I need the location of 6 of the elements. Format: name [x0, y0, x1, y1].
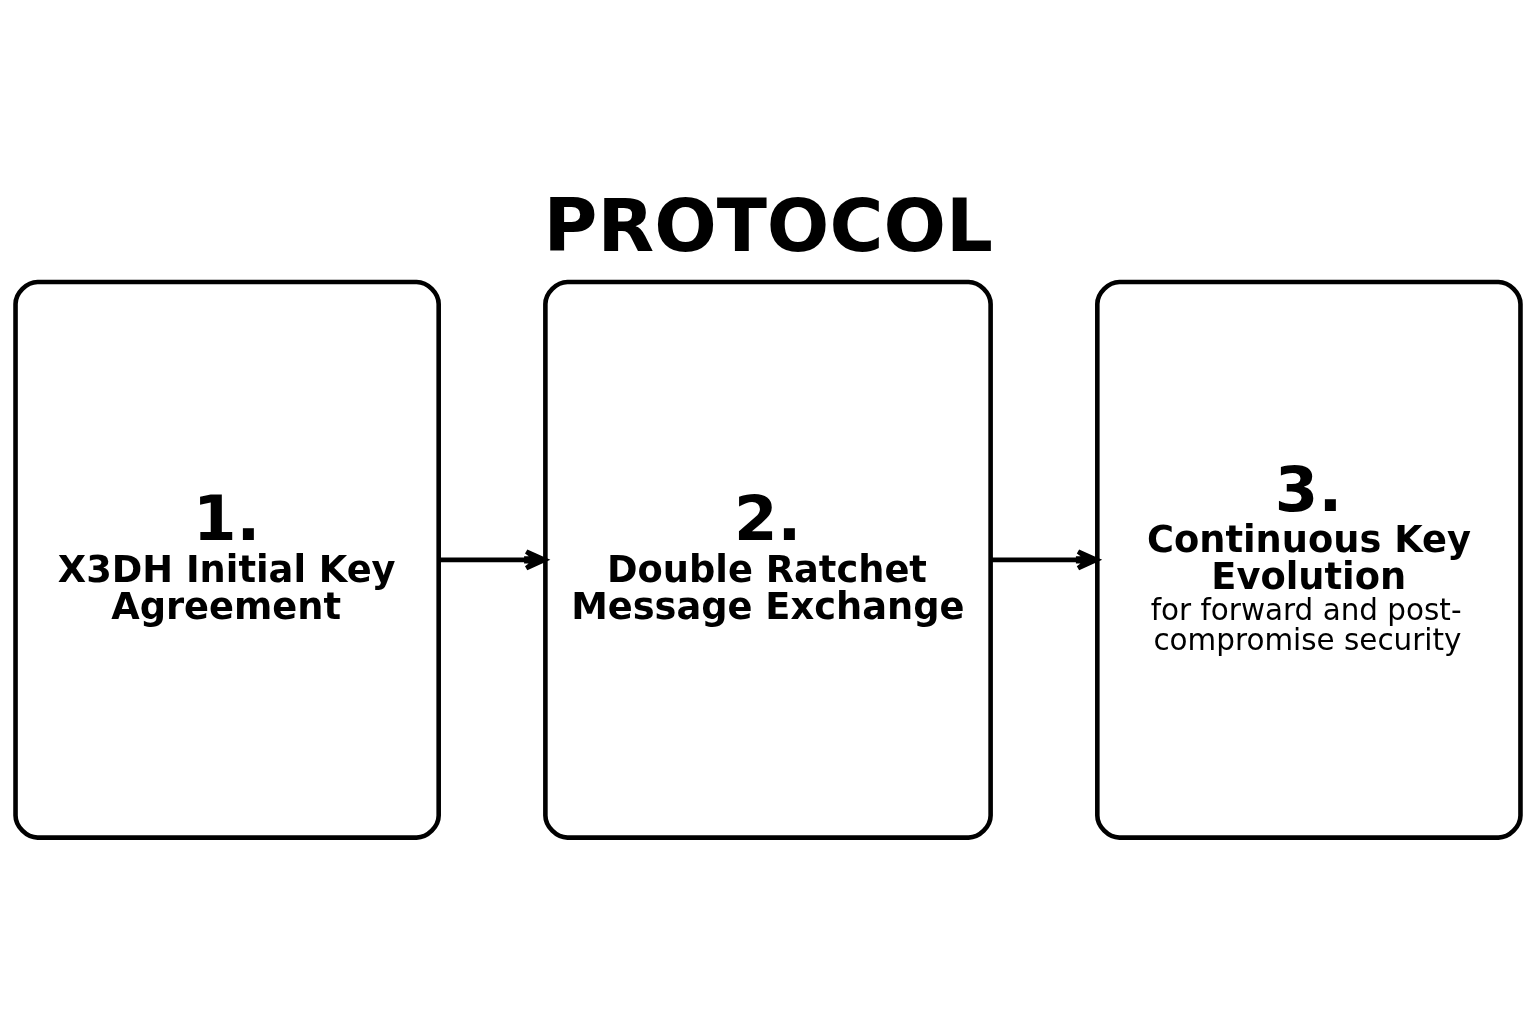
- node-box: 2. Double Ratchet Message Exchange: [543, 279, 993, 840]
- node-box: 3. Continuous Key Evolution for forward and post-compromise security: [1095, 279, 1523, 840]
- arrow: [990, 549, 1099, 571]
- node-box: 1. X3DH Initial Key Agreement: [13, 279, 441, 840]
- arrow: [438, 549, 548, 571]
- diagram-title: PROTOCOL: [543, 182, 993, 268]
